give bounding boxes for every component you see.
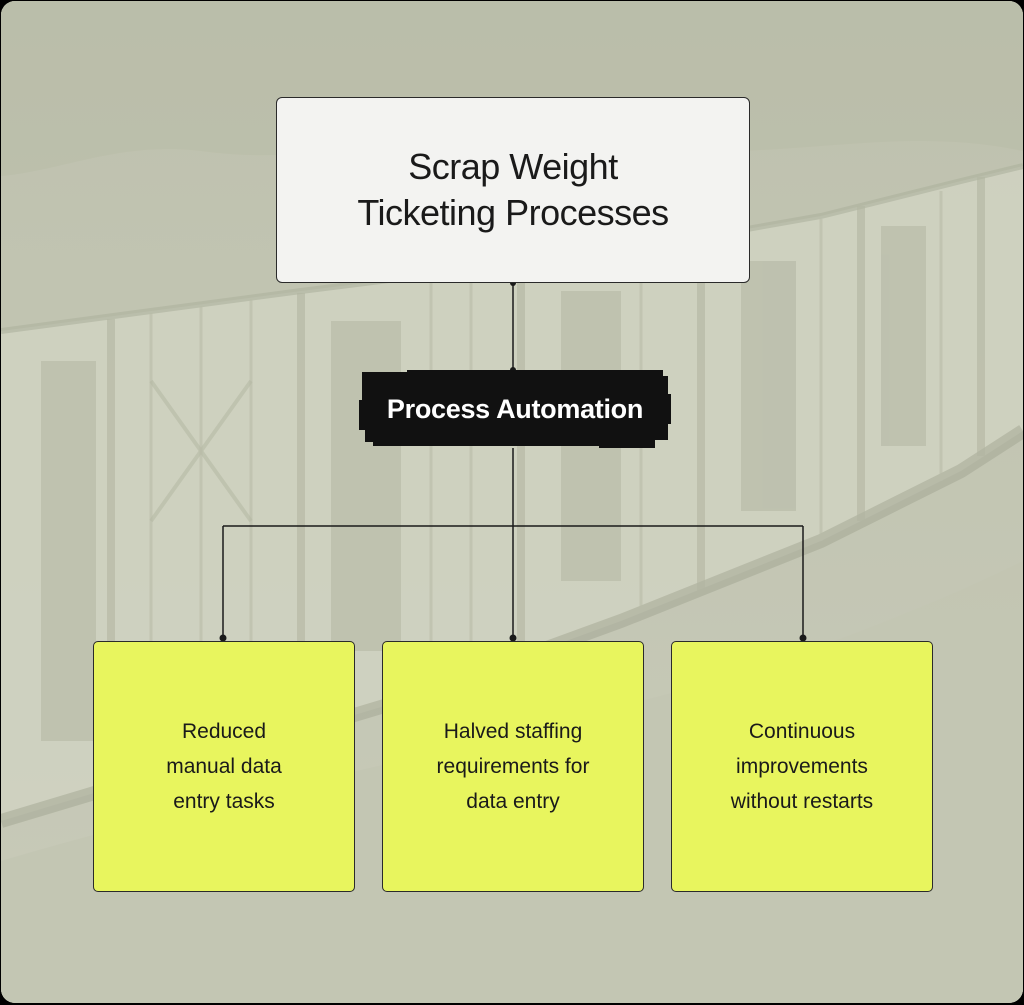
outcome-node: Reduced manual data entry tasks [93, 641, 355, 892]
outcome-node: Halved staffing requirements for data en… [382, 641, 644, 892]
outcome-label: Halved staffing requirements for data en… [436, 720, 590, 813]
process-automation-text: Process Automation [386, 393, 644, 424]
process-automation-label: Process Automation [359, 370, 671, 448]
label-badge-shape [359, 370, 671, 448]
outcome-node: Continuous improvements without restarts [671, 641, 933, 892]
outcome-label: Continuous improvements without restarts [730, 720, 874, 813]
root-node-label: Scrap Weight Ticketing Processes [357, 146, 669, 233]
node-dot [799, 634, 807, 642]
node-dot [509, 634, 517, 642]
node-dot [219, 634, 227, 642]
root-node: Scrap Weight Ticketing Processes [276, 97, 750, 283]
outcome-label: Reduced manual data entry tasks [166, 720, 282, 813]
